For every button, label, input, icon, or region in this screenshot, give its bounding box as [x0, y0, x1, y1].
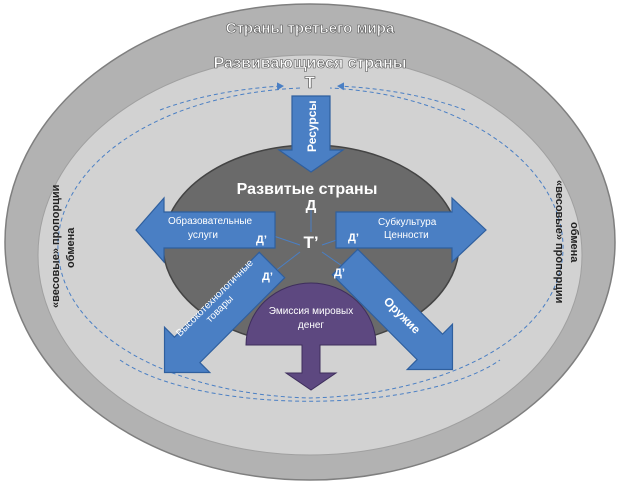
- emission-shape: [245, 282, 377, 391]
- third-world-label: Страны третьего мира: [226, 20, 395, 37]
- emission-label-line1: Эмиссия мировых: [269, 306, 353, 317]
- weapons-arrow: [331, 248, 454, 371]
- developing-symbol: Т: [305, 73, 316, 92]
- education-symbol: Д’: [256, 234, 267, 246]
- education-arrow: [135, 196, 276, 264]
- side-right-line2: обмена: [568, 222, 580, 263]
- resources-arrow: [277, 95, 345, 173]
- exchange-dashed-loop-outer: [57, 87, 564, 399]
- developing-label: Развивающиеся страны: [214, 55, 407, 72]
- side-left-line2: обмена: [65, 227, 77, 268]
- developed-label: Развитые страны: [237, 181, 378, 198]
- developed-symbol-t: Т’: [303, 233, 318, 252]
- education-label-line2: услуги: [188, 230, 218, 241]
- subculture-arrow: [335, 196, 487, 264]
- hightech-arrow-group: [163, 251, 286, 374]
- weapons-arrow-group: [331, 248, 454, 371]
- subculture-symbol: Д’: [348, 232, 359, 244]
- developed-symbol-d: Д: [306, 197, 317, 214]
- exchange-dashed-loop-lower: [119, 359, 501, 402]
- emission-label-line2: денег: [298, 320, 324, 331]
- side-right-line1: «весовые» пропорции: [553, 180, 565, 303]
- side-left-line1: «весовые» пропорции: [50, 185, 62, 308]
- exchange-arrow-right: [337, 82, 466, 111]
- hightech-symbol: Д’: [262, 271, 273, 283]
- subculture-label-line2: Ценности: [384, 230, 429, 241]
- subculture-label-line1: Субкультура: [378, 216, 437, 228]
- education-label-line1: Образовательные: [168, 215, 253, 227]
- exchange-arrow-left: [159, 82, 284, 111]
- weapons-symbol: Д’: [334, 267, 345, 279]
- hightech-arrow: [163, 251, 286, 374]
- resources-label: Ресурсы: [305, 100, 319, 152]
